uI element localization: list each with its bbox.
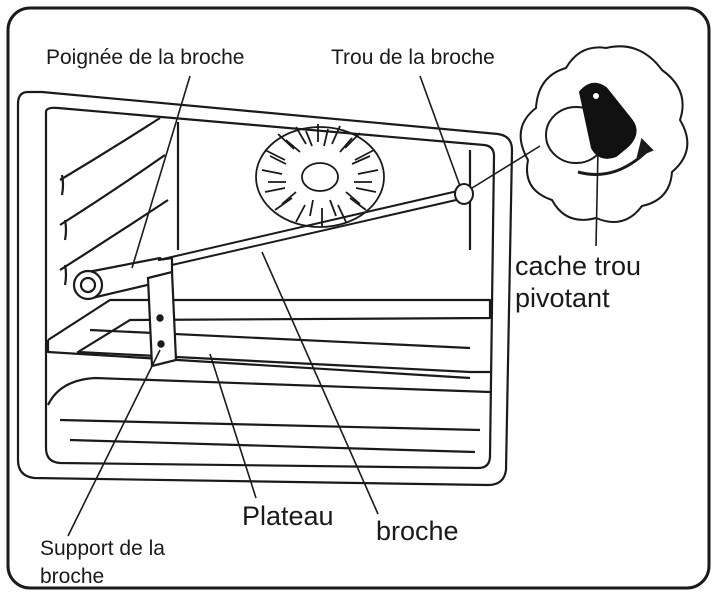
pivot-cover-inset (519, 45, 689, 223)
fan-grille (255, 124, 385, 228)
label-pivot-cover-line1: cache trou (515, 251, 642, 281)
spit-support-bracket (146, 270, 178, 368)
leader-support (67, 349, 161, 537)
spit-rod (149, 183, 474, 271)
leader-hole (419, 75, 461, 187)
label-spit-support-line1: Support de la (40, 537, 165, 560)
label-spit-handle: Poignée de la broche (46, 46, 245, 69)
label-spit-support-line2: broche (40, 565, 105, 588)
tray-shape (46, 298, 492, 380)
label-tray: Plateau (242, 501, 334, 531)
leader-handle (131, 75, 191, 269)
leader-tray (209, 353, 257, 499)
leader-cover (595, 149, 599, 247)
leader-inset (471, 145, 541, 189)
diagram-frame (6, 6, 711, 590)
label-spit-hole: Trou de la broche (331, 46, 495, 69)
label-spit: broche (376, 516, 459, 546)
spit-handle-shape (72, 256, 174, 301)
leader-lines (67, 75, 599, 537)
label-pivot-cover-line2: pivotant (515, 283, 610, 313)
leader-spit (261, 251, 379, 515)
